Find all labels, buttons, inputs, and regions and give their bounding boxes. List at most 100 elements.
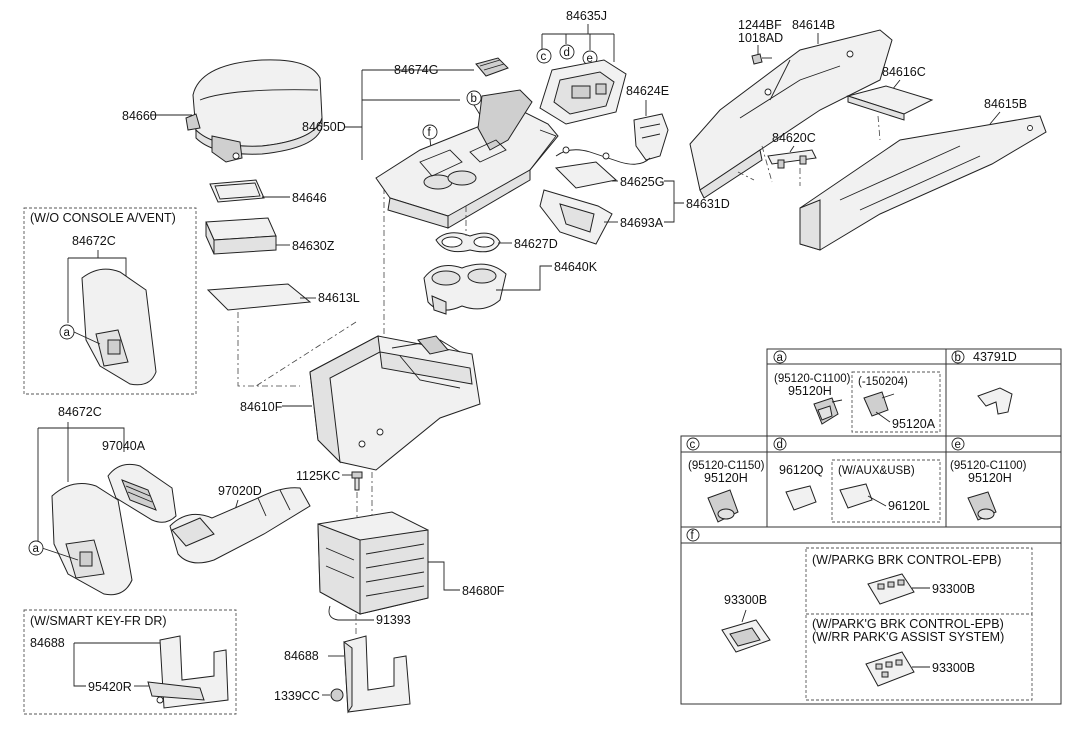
label-84627D: 84627D [514,237,558,251]
armrest-84660 [185,59,323,163]
group-title-wo-console: (W/O CONSOLE A/VENT) [30,211,176,225]
switch-93300B-main [721,619,771,653]
label-97020D: 97020D [218,484,262,498]
wiring-harness [555,146,651,165]
label-84625G: 84625G [620,175,664,189]
callout-b-letter: b [471,93,477,105]
bracket-84620C [767,149,817,169]
label-84631D: 84631D [686,197,730,211]
label-1018AD: 1018AD [738,31,783,45]
table-callout-d [773,437,787,451]
table-letter-b: b [955,352,961,364]
cell-f-rr-box [805,613,1033,701]
screw-1244BF [751,53,772,65]
table-callout-b [951,350,965,364]
label-84614B: 84614B [792,18,835,32]
label-84674G: 84674G [394,63,438,77]
label-84680F: 84680F [462,584,505,598]
label-84660: 84660 [122,109,157,123]
label-84688-left: 84688 [30,636,65,650]
cell-f-rr-part: 93300B [932,661,975,675]
label-1244BF: 1244BF [738,18,782,32]
cell-a-part1: 95120H [788,384,832,398]
cover-84674G [475,57,509,77]
cell-e-sub: (95120-C1100) [950,460,1027,472]
cell-f-epb-part: 93300B [932,582,975,596]
callout-a-2-letter: a [33,543,40,555]
label-84693A: 84693A [620,216,664,230]
group-title-smart-key: (W/SMART KEY-FR DR) [30,614,167,628]
label-84672C-top: 84672C [72,234,116,248]
label-84646: 84646 [292,191,327,205]
bin-84635J [539,59,627,125]
socket-95120H-e [967,491,997,521]
cell-c-sub: (95120-C1150) [688,460,765,472]
label-84624E: 84624E [626,84,669,98]
vent-97040A [107,463,177,523]
callout-a-1-letter: a [64,327,71,339]
callout-d-letter: d [564,47,570,59]
label-84650D: 84650D [302,120,346,134]
pad-84625G [554,161,618,189]
callout-a-1 [59,324,75,340]
table-callout-a [773,350,787,364]
group-wo-console-vent [23,207,197,395]
cell-a-subbox [851,371,941,433]
ring-84627D [435,232,501,253]
storage-box-84680F [317,511,429,615]
table-callout-c [686,437,700,451]
socket-95120H-a [813,397,843,425]
bracket-84624E [633,113,669,161]
panel-84616C [846,85,934,121]
label-84610F: 84610F [240,400,283,414]
nut-1339CC [330,688,344,702]
cell-d-part2: 96120L [888,499,930,513]
rear-cover-84672C-b [51,483,133,596]
callout-c [536,48,552,64]
cell-a-part2: 95120A [892,417,936,431]
cell-f-rr-title2: (W/RR PARK'G ASSIST SYSTEM) [812,630,1004,644]
label-84640K: 84640K [554,260,598,274]
label-84630Z: 84630Z [292,239,335,253]
label-84620C: 84620C [772,131,816,145]
callout-e-letter: e [587,53,593,65]
clip-43791D [977,387,1013,415]
label-95420R: 95420R [88,680,132,694]
cell-b-part: 43791D [973,350,1017,364]
switch-93300B-epb [867,573,915,605]
label-84635J: 84635J [566,9,607,23]
cell-f-rr-title1: (W/PARK'G BRK CONTROL-EPB) [812,617,1004,631]
jack-96120Q [785,485,817,511]
label-84615B: 84615B [984,97,1027,111]
console-lower-84610F [309,335,481,471]
tray-84693A [539,189,613,245]
rear-cover-84672C-a [81,268,157,386]
bracket-84688-smartkey [147,635,229,709]
socket-95120H-c [707,489,739,523]
cell-a-sub1: (95120-C1100) [774,373,851,385]
switch-93300B-rr [865,651,915,687]
cell-d-sub: (W/AUX&USB) [838,465,915,477]
cell-f-part-main: 93300B [724,593,767,607]
variant-table [680,348,1062,705]
duct-97020D [169,487,311,564]
side-panel-84615B [799,115,1047,251]
table-letter-a: a [777,352,784,364]
label-1125KC: 1125KC [296,469,340,483]
label-1339CC: 1339CC [274,689,320,703]
socket-95120A [863,391,895,423]
bolt-1125KC [351,471,363,491]
pad-84646 [209,179,265,203]
callout-a-2 [28,540,44,556]
label-84616C: 84616C [882,65,926,79]
label-91393: 91393 [376,613,411,627]
mat-84613L [206,283,312,311]
table-letter-c: c [690,439,696,451]
tray-84630Z [205,217,277,255]
cupholder-84640K [423,263,507,315]
callout-d [559,44,575,60]
bracket-84688-lower [343,635,411,714]
callout-c-letter: c [541,51,547,63]
